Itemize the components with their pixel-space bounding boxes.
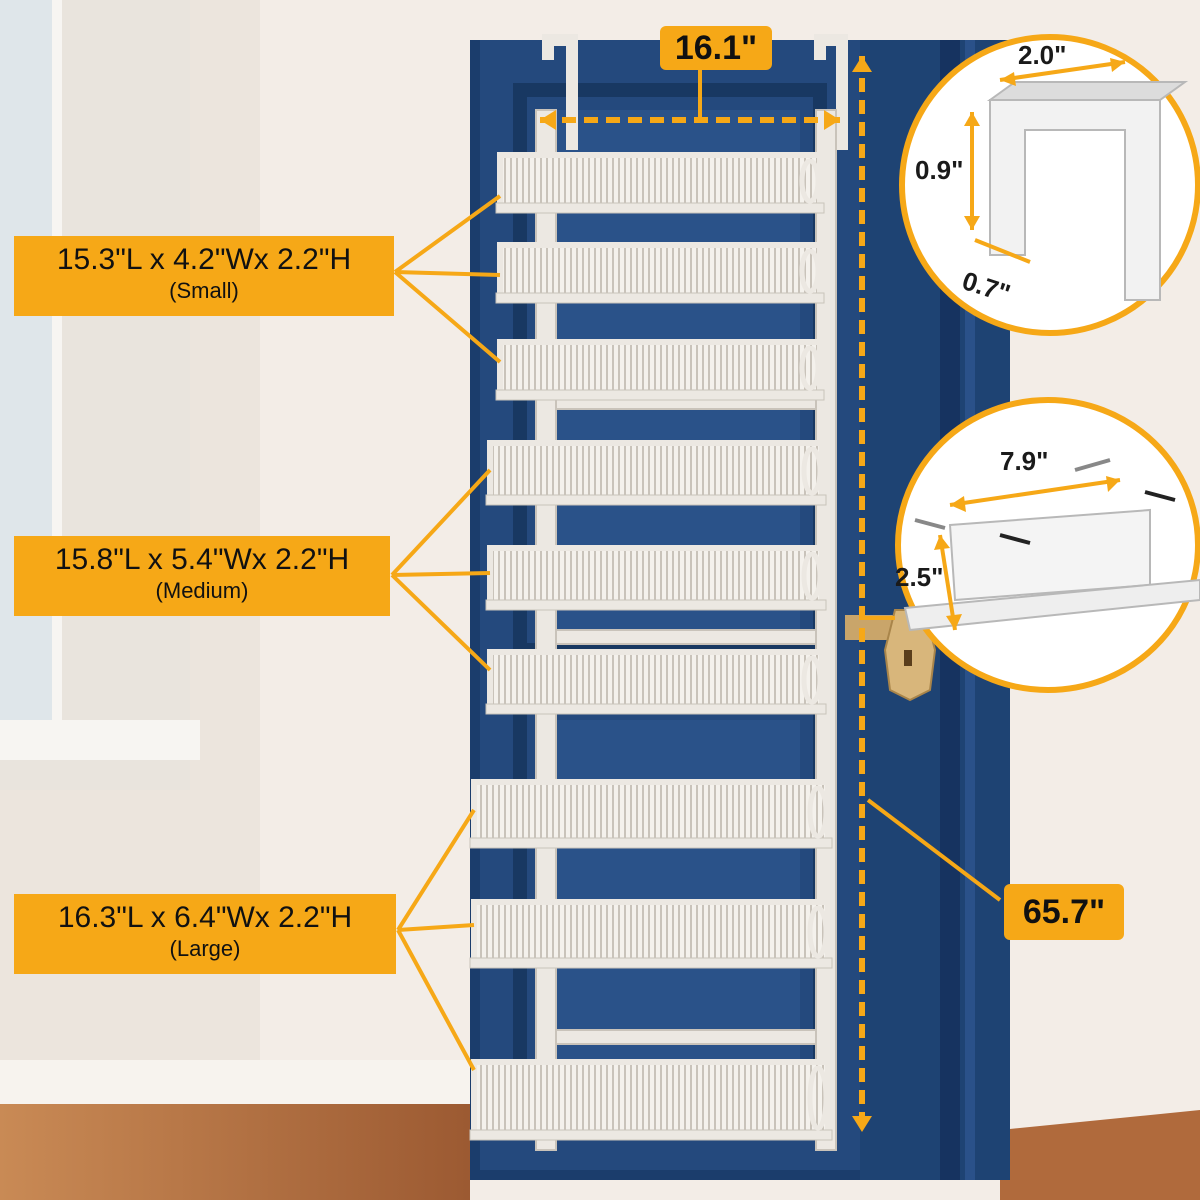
bracket-inset <box>895 397 1200 693</box>
leader-lines <box>390 194 895 1071</box>
baskets <box>469 152 833 1141</box>
height-label: 65.7" <box>1004 884 1124 940</box>
basket-size-medium: 15.8"L x 5.4"Wx 2.2"H <box>54 543 350 576</box>
height-dimension <box>852 56 1002 1132</box>
basket-small-3 <box>495 339 825 401</box>
basket-name-small: (Small) <box>169 278 239 303</box>
width-label: 16.1" <box>660 26 772 70</box>
hook-height-label: 0.9" <box>915 155 964 185</box>
bracket-height-label: 2.5" <box>895 562 944 592</box>
basket-name-large: (Large) <box>169 936 241 961</box>
basket-label-medium: 15.8"L x 5.4"Wx 2.2"H (Medium) <box>14 536 390 616</box>
basket-medium-4 <box>485 440 827 506</box>
floor <box>0 1104 470 1200</box>
window <box>0 0 200 790</box>
baseboard <box>0 1060 540 1104</box>
floor-right <box>1000 1110 1200 1200</box>
basket-size-large: 16.3"L x 6.4"Wx 2.2"H <box>57 901 353 934</box>
bracket-length-label: 7.9" <box>1000 446 1049 476</box>
hook-width-label: 2.0" <box>1018 40 1067 70</box>
basket-large-9 <box>469 1059 833 1141</box>
basket-large-8 <box>469 899 833 969</box>
basket-name-medium: (Medium) <box>155 578 249 603</box>
basket-label-small: 15.3"L x 4.2"Wx 2.2"H (Small) <box>14 236 394 316</box>
width-dimension <box>540 68 840 130</box>
basket-small-2 <box>495 242 825 304</box>
basket-size-small: 15.3"L x 4.2"Wx 2.2"H <box>56 243 352 276</box>
basket-large-7 <box>469 779 833 849</box>
hook-inset <box>899 34 1200 336</box>
basket-medium-5 <box>485 545 827 611</box>
basket-small-1 <box>495 152 825 214</box>
basket-label-large: 16.3"L x 6.4"Wx 2.2"H (Large) <box>14 894 396 974</box>
basket-medium-6 <box>485 649 827 715</box>
